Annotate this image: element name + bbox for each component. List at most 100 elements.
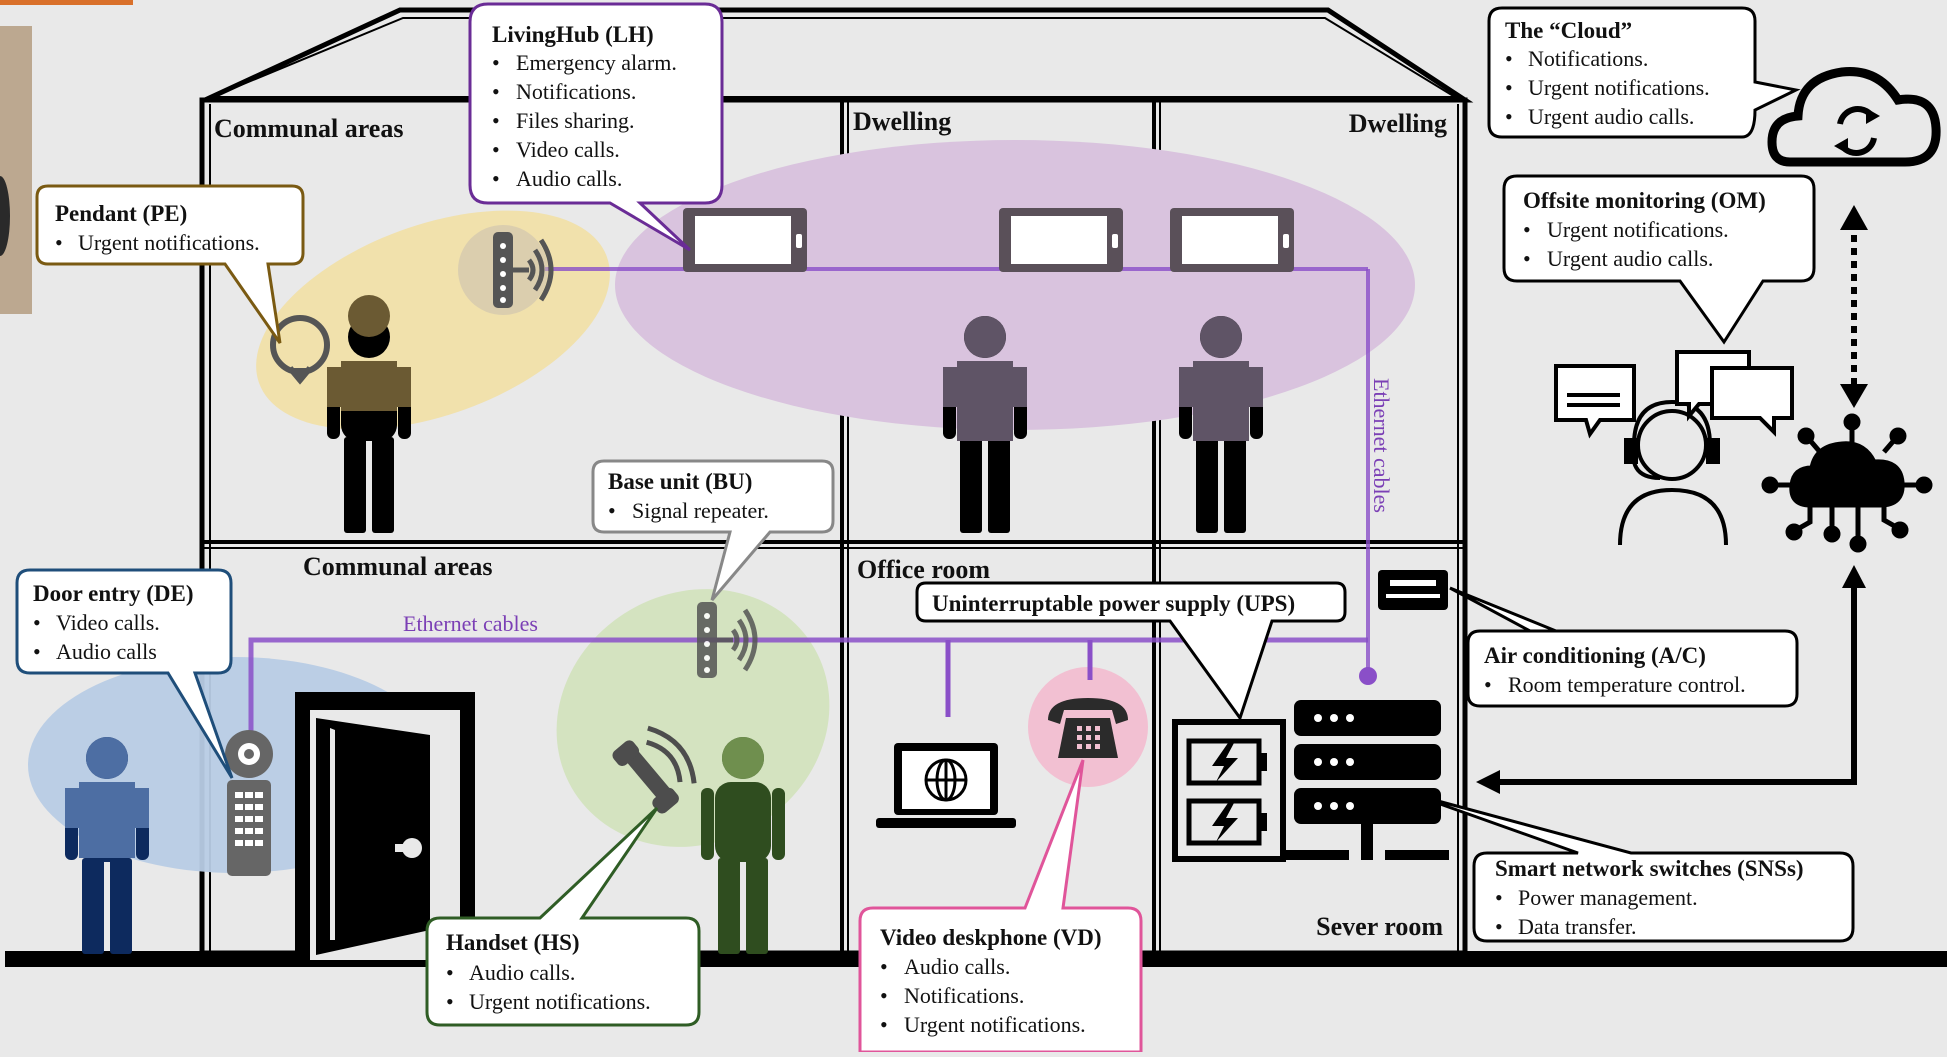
- room-label-office: Office room: [857, 555, 990, 584]
- room-label-server: Sever room: [1316, 912, 1443, 941]
- bullet: •: [446, 989, 454, 1014]
- handset-callout: Handset (HS) • Audio calls. • Urgent notif…: [425, 806, 701, 1027]
- air-conditioning-callout: Air conditioning (A/C) • Room temperature…: [1449, 586, 1799, 708]
- bullet: •: [492, 137, 500, 162]
- handset-icon: [612, 725, 697, 814]
- deskphone-item: Urgent notifications.: [904, 1012, 1086, 1037]
- door-entry-callout: Door entry (DE) •Video calls. •Audio cal…: [15, 568, 234, 779]
- cable-junction: [1359, 667, 1377, 685]
- tablet-icon: [999, 208, 1123, 272]
- livinghub-item: Audio calls.: [516, 166, 622, 191]
- resident-person-icon: [327, 295, 411, 533]
- cloud-network-icon: [1761, 413, 1933, 553]
- bullet: •: [1495, 885, 1503, 910]
- bullet: •: [1484, 672, 1492, 697]
- ups-title: Uninterruptable power supply (UPS): [932, 591, 1295, 616]
- video-deskphone-callout: Video deskphone (VD) • Audio calls. • Noti…: [858, 759, 1143, 1054]
- bullet: •: [1505, 75, 1513, 100]
- cloud-sync-icon: [1767, 67, 1941, 167]
- ethernet-label-horizontal: Ethernet cables: [403, 611, 538, 636]
- deskphone-title: Video deskphone (VD): [880, 925, 1102, 950]
- door-entry-item: Video calls.: [56, 610, 160, 635]
- device-photo-fragment: [0, 0, 133, 314]
- handset-item: Audio calls.: [469, 960, 575, 985]
- cloud-item: Urgent audio calls.: [1528, 104, 1694, 129]
- base-unit-callout: Base unit (BU) • Signal repeater.: [591, 459, 835, 601]
- tablet-icon: [1170, 208, 1294, 272]
- room-label-dwelling-2: Dwelling: [1349, 109, 1447, 138]
- bullet: •: [880, 954, 888, 979]
- room-label-communal-bottom: Communal areas: [303, 552, 492, 581]
- bullet: •: [880, 983, 888, 1008]
- bullet: •: [492, 108, 500, 133]
- handset-zone: [556, 589, 830, 847]
- smart-network-switches-callout: Smart network switches (SNSs) • Power man…: [1411, 792, 1855, 943]
- cloud-item: Notifications.: [1528, 46, 1648, 71]
- bullet: •: [492, 50, 500, 75]
- offsite-item: Urgent notifications.: [1547, 217, 1729, 242]
- air-con-item: Room temperature control.: [1508, 672, 1746, 697]
- deskphone-item: Audio calls.: [904, 954, 1010, 979]
- bullet: •: [1505, 104, 1513, 129]
- door-entry-icon: [225, 730, 273, 876]
- handset-title: Handset (HS): [446, 930, 580, 955]
- offsite-monitoring-callout: Offsite monitoring (OM) • Urgent notifica…: [1502, 174, 1816, 345]
- bullet: •: [492, 79, 500, 104]
- air-con-title: Air conditioning (A/C): [1484, 643, 1706, 668]
- pendant-item: Urgent notifications.: [78, 230, 260, 255]
- tablet-icon: [683, 208, 807, 272]
- ups-callout: Uninterruptable power supply (UPS): [915, 581, 1347, 722]
- bullet: •: [55, 230, 63, 255]
- bullet: •: [1505, 46, 1513, 71]
- deskphone-item: Notifications.: [904, 983, 1024, 1008]
- chat-bubble-icon: [1675, 350, 1794, 437]
- server-icon: [1285, 700, 1449, 860]
- bullet: •: [492, 166, 500, 191]
- bullet: •: [446, 960, 454, 985]
- pendant-title: Pendant (PE): [55, 201, 187, 226]
- air-conditioner-icon: [1378, 570, 1448, 610]
- resident-person-icon: [943, 316, 1027, 533]
- cloud-item: Urgent notifications.: [1528, 75, 1710, 100]
- bullet: •: [1495, 914, 1503, 939]
- offsite-item: Urgent audio calls.: [1547, 246, 1713, 271]
- ups-battery-icon: [1172, 719, 1286, 862]
- sns-title: Smart network switches (SNSs): [1495, 856, 1804, 881]
- laptop-globe-icon: [876, 743, 1016, 828]
- livinghub-item: Files sharing.: [516, 108, 635, 133]
- room-label-dwelling-1: Dwelling: [853, 107, 951, 136]
- cloud-title: The “Cloud”: [1505, 18, 1632, 43]
- livinghub-item: Video calls.: [516, 137, 620, 162]
- headset-operator-icon: [1618, 399, 1728, 546]
- livinghub-router-icon: [458, 225, 551, 315]
- network-server-link: [1476, 565, 1866, 794]
- chat-bubble-icon: [1554, 364, 1636, 439]
- resident-person-icon: [1179, 316, 1263, 533]
- pendant-callout: Pendant (PE) • Urgent notifications.: [35, 184, 305, 344]
- telephone-icon: [1048, 698, 1128, 758]
- staff-person-icon: [701, 737, 785, 954]
- base-unit-item: Signal repeater.: [632, 498, 769, 523]
- bullet: •: [608, 498, 616, 523]
- door-entry-title: Door entry (DE): [33, 581, 194, 606]
- bullet: •: [33, 610, 41, 635]
- bullet: •: [33, 639, 41, 664]
- pendant-icon: [270, 315, 330, 385]
- offsite-title: Offsite monitoring (OM): [1523, 188, 1766, 213]
- cloud-callout: The “Cloud” • Notifications. • Urgent noti…: [1487, 6, 1801, 139]
- base-unit-title: Base unit (BU): [608, 469, 752, 494]
- livinghub-item: Notifications.: [516, 79, 636, 104]
- bullet: •: [1523, 246, 1531, 271]
- handset-item: Urgent notifications.: [469, 989, 651, 1014]
- livinghub-title: LivingHub (LH): [492, 22, 654, 47]
- cloud-network-link: [1840, 205, 1868, 408]
- ethernet-label-vertical: Ethernet cables: [1369, 378, 1394, 513]
- visitor-person-icon: [65, 737, 149, 954]
- livinghub-callout: LivingHub (LH) • Emergency alarm. • Notifi…: [468, 2, 724, 252]
- bullet: •: [1523, 217, 1531, 242]
- ethernet-cables: [248, 267, 1370, 735]
- sns-item: Power management.: [1518, 885, 1698, 910]
- livinghub-item: Emergency alarm.: [516, 50, 677, 75]
